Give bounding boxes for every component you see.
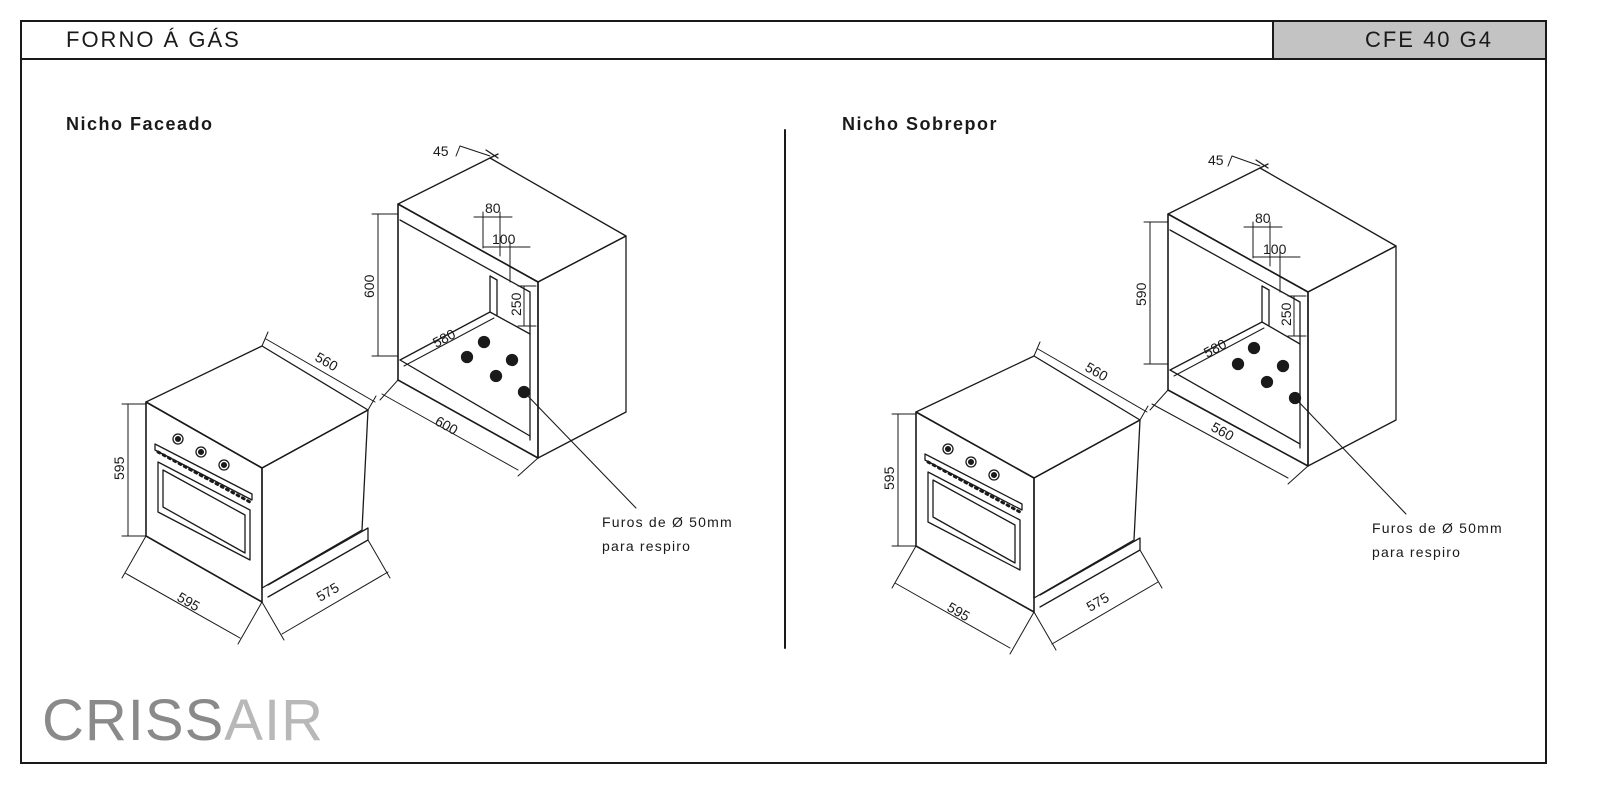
dim-niche-height: 590 bbox=[1133, 282, 1149, 306]
dim-oven-depth: 560 bbox=[1083, 359, 1111, 385]
dim-oven-depth: 560 bbox=[313, 349, 341, 375]
dim-oven-width: 595 bbox=[175, 589, 203, 615]
dim-oven-side: 575 bbox=[1084, 589, 1112, 615]
vent-note-sobrepor: Furos de Ø 50mm para respiro bbox=[1372, 516, 1503, 564]
oven-faceado bbox=[145, 345, 369, 603]
niche-faceado bbox=[397, 149, 637, 509]
dim-oven-width: 595 bbox=[945, 599, 973, 625]
dim-niche-width: 600 bbox=[433, 413, 461, 438]
dim-hole-height: 250 bbox=[508, 292, 524, 316]
model-number: CFE 40 G4 bbox=[1364, 27, 1493, 52]
section-title-faceado: Nicho Faceado bbox=[66, 114, 214, 134]
dim-hole-height: 250 bbox=[1278, 302, 1294, 326]
document-title: FORNO Á GÁS bbox=[66, 27, 241, 52]
dimensions-oven-sobrepor bbox=[891, 341, 1163, 655]
model-box: CFE 40 G4 bbox=[1272, 22, 1545, 58]
dim-oven-height: 595 bbox=[881, 466, 897, 490]
logo-part2: AIR bbox=[224, 688, 324, 753]
title-block: FORNO Á GÁS CFE 40 G4 bbox=[22, 22, 1545, 60]
dim-niche-depth: 580 bbox=[430, 325, 458, 350]
dim-niche-width: 560 bbox=[1209, 419, 1237, 444]
dim-depth: 45 bbox=[433, 143, 449, 159]
vent-note-line1: Furos de Ø 50mm bbox=[1372, 520, 1503, 536]
dim-hole-width: 80 bbox=[1255, 210, 1271, 226]
dim-depth: 45 bbox=[1208, 152, 1224, 168]
vent-note-line2: para respiro bbox=[602, 538, 692, 554]
oven-sobrepor bbox=[915, 355, 1141, 613]
dim-hole-width: 80 bbox=[485, 200, 501, 216]
dim-hole-offset: 100 bbox=[492, 231, 516, 247]
dim-labels-faceado: 45 80 100 250 600 580 600 560 595 595 57… bbox=[111, 143, 524, 614]
dim-niche-depth: 580 bbox=[1201, 335, 1229, 360]
dim-oven-side: 575 bbox=[314, 579, 342, 605]
vent-note-line2: para respiro bbox=[1372, 544, 1462, 560]
dimensions-niche-sobrepor bbox=[1143, 155, 1309, 485]
dim-niche-height: 600 bbox=[361, 274, 377, 298]
vent-note-faceado: Furos de Ø 50mm para respiro bbox=[602, 510, 733, 558]
dim-hole-offset: 100 bbox=[1263, 241, 1287, 257]
section-title-sobrepor: Nicho Sobrepor bbox=[842, 114, 999, 134]
dim-oven-height: 595 bbox=[111, 456, 127, 480]
dimensions-niche-faceado bbox=[371, 145, 539, 477]
crissair-logo: CRISSAIR bbox=[42, 692, 324, 750]
logo-part1: CRISS bbox=[42, 688, 225, 753]
vent-note-line1: Furos de Ø 50mm bbox=[602, 514, 733, 530]
dimensions-oven-faceado bbox=[121, 331, 391, 645]
drawing-frame: FORNO Á GÁS CFE 40 G4 bbox=[20, 20, 1547, 764]
niche-sobrepor bbox=[1167, 159, 1407, 515]
